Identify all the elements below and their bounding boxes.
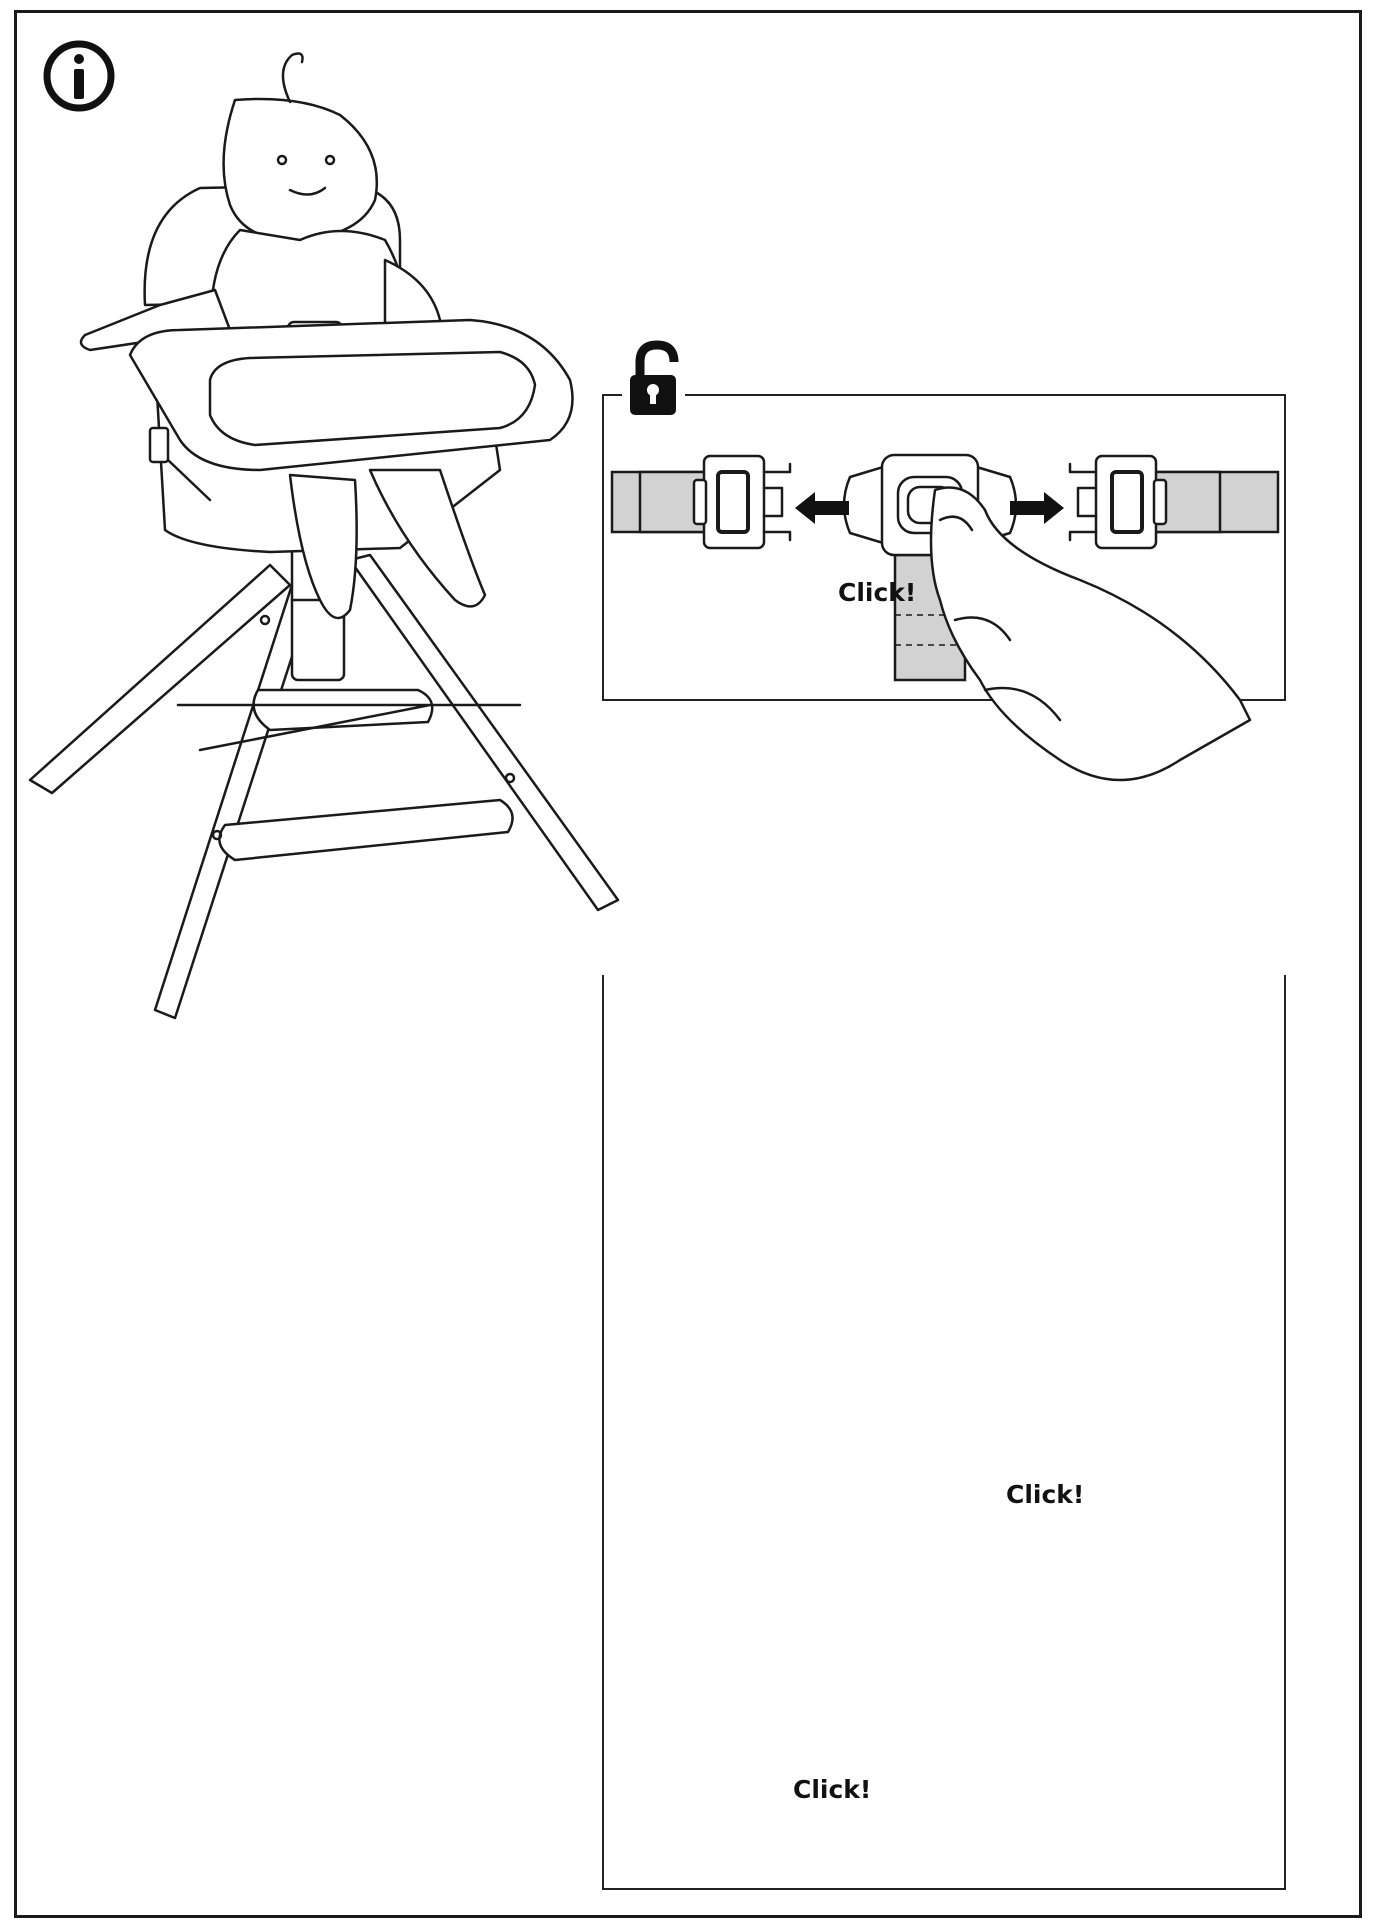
click-label-fastened: Click! xyxy=(793,1775,872,1804)
panel-unlock-border xyxy=(602,395,1286,701)
click-label-fasten: Click! xyxy=(1006,1480,1085,1509)
unlocked-padlock-icon xyxy=(630,340,679,415)
page-frame xyxy=(14,10,1362,1918)
panel-fasten-border xyxy=(602,975,1286,1890)
high-chair-with-baby-illustration xyxy=(28,52,620,1020)
info-icon xyxy=(43,40,115,112)
click-label-unlock: Click! xyxy=(838,578,917,607)
unlock-buckle-illustration xyxy=(610,453,1280,782)
